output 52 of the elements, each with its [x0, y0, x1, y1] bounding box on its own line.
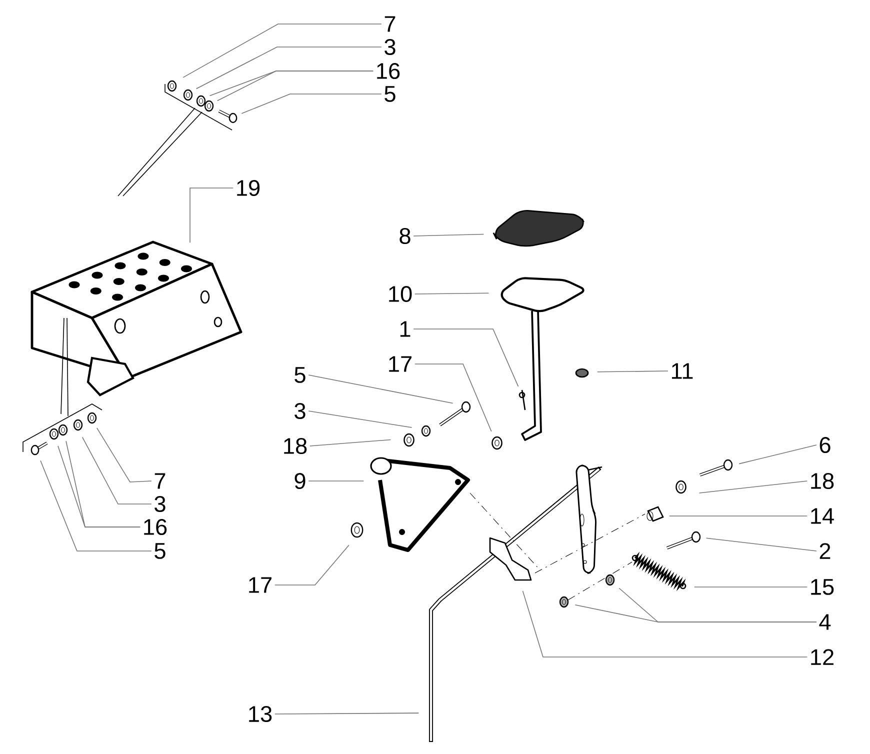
leader-line	[190, 188, 234, 244]
callout-number: 6	[820, 436, 830, 454]
leader-line	[413, 234, 484, 236]
callout-number: 5	[154, 543, 166, 559]
callout-number: 2	[820, 543, 830, 559]
callout-number: 13	[249, 706, 272, 722]
callout-number: 17	[389, 356, 412, 372]
leader-line	[308, 480, 364, 482]
callout-number: 5	[294, 367, 306, 383]
leader-line	[414, 364, 492, 432]
callout-number: 15	[811, 579, 834, 595]
leader-line	[413, 328, 519, 387]
callout-number: 4	[819, 614, 831, 630]
callout-number: 3	[154, 496, 166, 512]
leader-line	[82, 436, 152, 504]
callout-number: 16	[144, 518, 167, 536]
leader-line	[706, 538, 817, 552]
callout-number: 9	[294, 472, 306, 490]
callout-number: 12	[811, 649, 834, 665]
leader-line	[196, 46, 382, 90]
leader-line	[274, 544, 350, 586]
leader-line	[738, 444, 817, 464]
leader-line	[414, 292, 490, 294]
callout-number: 18	[284, 438, 307, 454]
leader-line	[216, 70, 374, 102]
leader-line	[596, 370, 668, 372]
callout-number: 3	[294, 402, 306, 420]
leader-line	[522, 590, 808, 658]
callout-number: 10	[389, 286, 412, 302]
callout-number: 17	[249, 577, 272, 593]
callout-number: 19	[237, 180, 260, 196]
callout-number: 8	[400, 228, 410, 244]
callout-number: 7	[384, 16, 396, 32]
leader-line	[309, 439, 392, 446]
callout-number: 11	[672, 363, 693, 379]
callout-number: 3	[384, 38, 396, 56]
leader-line	[698, 480, 808, 494]
callout-number: 7	[154, 473, 166, 489]
leader-line	[694, 586, 808, 588]
leader-line	[308, 410, 412, 428]
leader-line	[618, 588, 817, 622]
callout-number: 1	[400, 321, 410, 337]
leader-line	[182, 24, 382, 78]
callout-number: 5	[384, 86, 396, 102]
callout-number: 14	[811, 508, 834, 524]
callout-number: 16	[377, 62, 400, 80]
callout-number: 18	[811, 472, 834, 490]
leader-line	[241, 94, 382, 114]
leader-line	[274, 712, 420, 714]
leader-line	[40, 460, 152, 552]
leader-line	[308, 374, 454, 404]
leader-line	[96, 428, 152, 482]
